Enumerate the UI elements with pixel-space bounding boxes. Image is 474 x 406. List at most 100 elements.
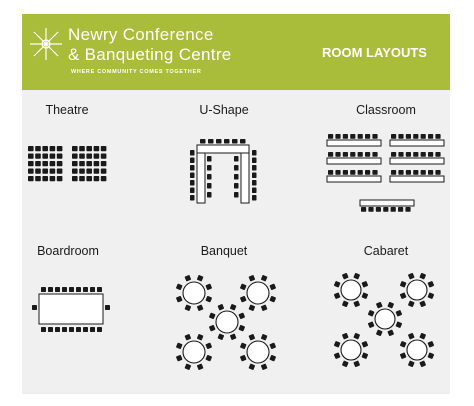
chair xyxy=(72,176,78,182)
layout-label-theatre: Theatre xyxy=(45,103,89,117)
chair xyxy=(56,168,63,174)
chair xyxy=(405,170,411,175)
org-name-line2: & Banqueting Centre xyxy=(68,45,232,64)
chair xyxy=(376,329,383,337)
chair xyxy=(97,327,102,332)
chair xyxy=(190,150,195,156)
chair xyxy=(196,334,204,341)
chair xyxy=(260,275,268,282)
chair xyxy=(176,342,183,350)
chair xyxy=(190,172,195,178)
chair xyxy=(190,180,195,186)
chair xyxy=(190,195,195,201)
chair xyxy=(395,321,403,328)
chair xyxy=(252,180,257,186)
chair xyxy=(428,152,434,157)
chair xyxy=(342,360,349,368)
chair xyxy=(390,207,396,212)
chair xyxy=(62,327,67,332)
chair xyxy=(105,305,110,310)
chair xyxy=(42,168,48,174)
chair xyxy=(76,327,81,332)
chair xyxy=(41,327,46,332)
chair xyxy=(208,139,214,144)
chair xyxy=(428,134,434,139)
chair xyxy=(35,161,41,167)
chair xyxy=(342,272,349,280)
chair xyxy=(435,152,441,157)
chair xyxy=(90,287,95,292)
chair xyxy=(79,176,85,182)
chair xyxy=(269,342,276,350)
chair xyxy=(72,161,78,167)
chair xyxy=(353,272,360,280)
chair xyxy=(376,301,383,309)
table xyxy=(38,293,104,325)
banquet-layout xyxy=(176,275,276,370)
chair xyxy=(28,168,34,174)
chair xyxy=(361,281,369,288)
chair xyxy=(350,170,356,175)
table xyxy=(326,157,382,165)
chair xyxy=(209,312,216,320)
chair xyxy=(184,334,192,341)
chair xyxy=(413,170,419,175)
chair xyxy=(205,283,212,291)
chair xyxy=(56,153,63,159)
chair xyxy=(49,161,56,167)
chair xyxy=(205,354,212,362)
chair xyxy=(342,332,349,340)
tagline: WHERE COMMUNITY COMES TOGETHER xyxy=(71,69,202,75)
chair xyxy=(333,341,341,348)
round-table xyxy=(182,340,206,364)
chair xyxy=(217,333,225,340)
chair xyxy=(205,342,212,350)
chair xyxy=(357,134,363,139)
table xyxy=(359,199,415,207)
chair xyxy=(28,153,34,159)
chair xyxy=(56,146,63,152)
chair xyxy=(361,352,369,359)
chair xyxy=(100,176,107,182)
header-background xyxy=(22,14,450,90)
chair xyxy=(100,153,107,159)
chair xyxy=(248,304,256,311)
chair xyxy=(420,134,426,139)
chair xyxy=(335,134,341,139)
chair xyxy=(100,161,107,167)
chair xyxy=(419,332,426,340)
chair xyxy=(56,176,63,182)
chair xyxy=(248,363,256,370)
chair xyxy=(200,139,206,144)
section-title: ROOM LAYOUTS xyxy=(322,45,427,60)
chair xyxy=(240,283,247,291)
chair xyxy=(90,327,95,332)
chair xyxy=(48,287,53,292)
chair xyxy=(350,134,356,139)
chair xyxy=(79,161,85,167)
chair xyxy=(42,176,48,182)
chair xyxy=(353,300,360,308)
chair xyxy=(408,332,415,340)
chair xyxy=(435,170,441,175)
round-table xyxy=(215,310,239,334)
chair xyxy=(387,301,394,309)
round-table xyxy=(340,339,362,361)
chair xyxy=(357,170,363,175)
chair xyxy=(428,170,434,175)
chair xyxy=(413,152,419,157)
chair xyxy=(216,139,222,144)
chair xyxy=(79,153,85,159)
chair xyxy=(72,153,78,159)
chair xyxy=(176,354,183,362)
cabaret-layout xyxy=(333,272,435,368)
header-banner: Newry Conference & Banqueting Centre WHE… xyxy=(22,14,450,90)
chair xyxy=(32,305,37,310)
chair xyxy=(342,134,348,139)
chair xyxy=(419,360,426,368)
chair xyxy=(252,150,257,156)
layout-label-u-shape: U-Shape xyxy=(199,103,249,117)
chair xyxy=(35,153,41,159)
chair xyxy=(176,295,183,303)
table xyxy=(326,175,382,183)
